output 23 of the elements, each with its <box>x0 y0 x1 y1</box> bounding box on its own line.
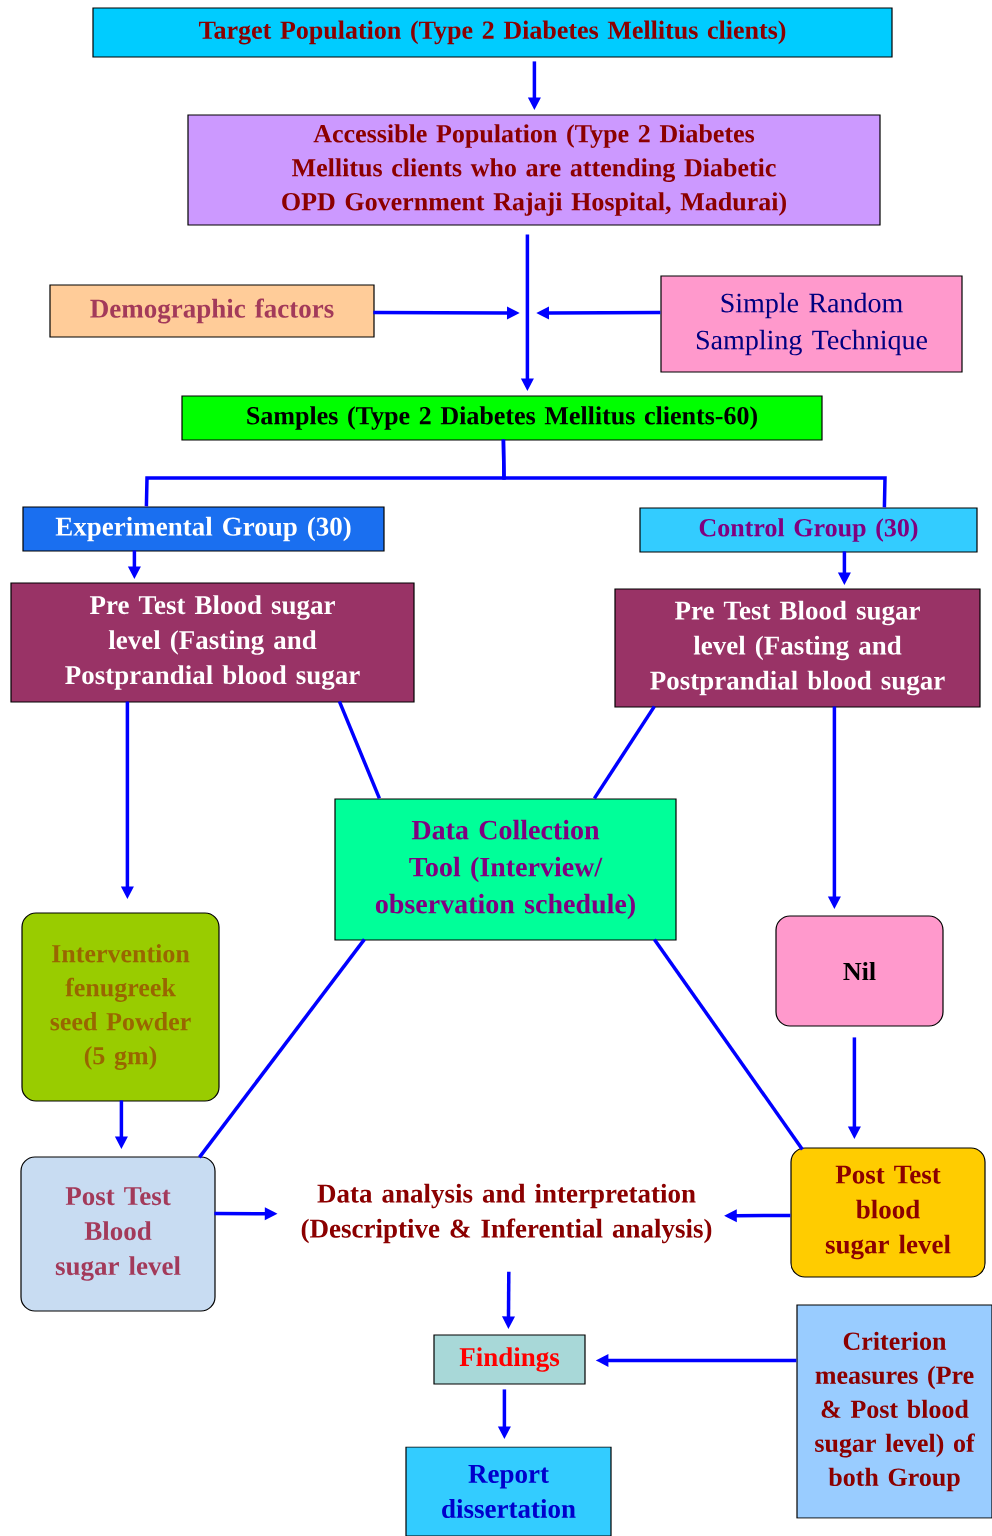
process-box: Pre Test Blood sugar level (Fasting and Postprandial blood sugar <box>614 588 981 708</box>
process-box: Accessible Population (Type 2 Diabetes Mellitus clients who are attending Diabetic OPD Government Rajaji Hospital, Madurai) <box>187 114 881 226</box>
process-box: Experimental Group (30) <box>22 506 385 552</box>
connector-line <box>198 938 366 1159</box>
connector-line <box>501 439 887 508</box>
process-box: Demographic factors <box>49 284 375 338</box>
connector-line <box>592 705 656 800</box>
process-box: Simple Random Sampling Technique <box>660 275 963 373</box>
process-box: Findings <box>433 1334 586 1385</box>
process-box: Criterion measures (Pre & Post blood sugar level) of both Group <box>796 1304 992 1519</box>
process-box: Control Group (30) <box>639 507 978 553</box>
process-box: Post Test Blood sugar level <box>20 1156 216 1312</box>
process-box: Post Test blood sugar level <box>790 1147 986 1278</box>
connector-line <box>652 938 804 1151</box>
process-box: Pre Test Blood sugar level (Fasting and Postprandial blood sugar <box>10 582 415 703</box>
process-box: Intervention fenugreek seed Powder (5 gm) <box>21 912 220 1102</box>
connector-line <box>337 700 381 800</box>
process-box: Nil <box>775 915 944 1027</box>
process-box: Target Population (Type 2 Diabetes Mellitus clients) <box>92 7 893 58</box>
process-box: Samples (Type 2 Diabetes Mellitus clients-60) <box>181 395 823 441</box>
process-box: Data Collection Tool (Interview/ observation schedule) <box>334 798 677 941</box>
analysis-text: Data analysis and interpretation (Descriptive & Inferential analysis) <box>301 1183 712 1244</box>
process-box: Report dissertation <box>405 1446 612 1536</box>
